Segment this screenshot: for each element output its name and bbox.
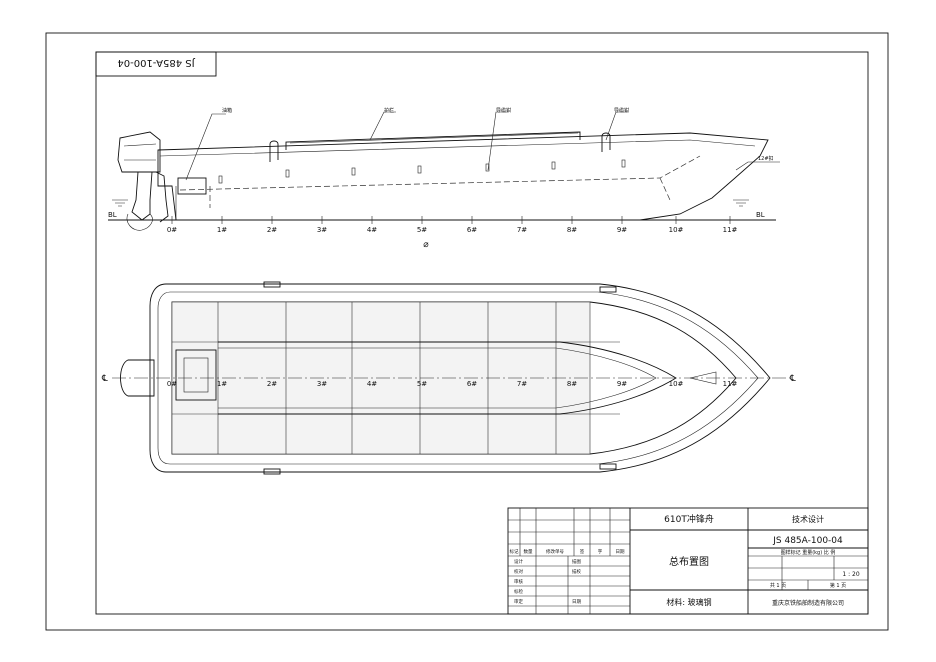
vessel-name: 610T冲锋舟 <box>664 513 714 525</box>
side-station-1: 1# <box>217 226 227 234</box>
outboard-motor-side <box>117 131 169 231</box>
side-station-5: 5# <box>417 226 427 234</box>
callout-eye: 12#扣 <box>758 155 774 162</box>
midship-symbol: ⌀ <box>423 240 429 250</box>
callout-fairlead-2: 导缆钳 <box>614 107 629 114</box>
side-station-4: 4# <box>367 226 377 234</box>
plan-station-5: 5# <box>417 380 427 388</box>
side-station-3: 3# <box>317 226 327 234</box>
baseline-label-left: BL <box>108 211 117 219</box>
sign-check: 校对 <box>514 568 523 575</box>
plan-station-0: 0# <box>167 380 177 388</box>
plan-station-6: 6# <box>467 380 477 388</box>
scale-value: 1 : 20 <box>842 571 859 578</box>
sign-standard: 标检 <box>514 588 523 595</box>
plan-station-3: 3# <box>317 380 327 388</box>
centerline-symbol-left: ℄ <box>101 374 108 384</box>
rev-header-date: 日期 <box>616 549 625 555</box>
sign-review: 审核 <box>514 578 523 585</box>
stage-headers: 图样标记 重量(kg) 比 例 <box>781 549 836 556</box>
console <box>175 349 217 401</box>
baseline-label-right: BL <box>756 211 765 219</box>
guard-rail <box>285 131 581 150</box>
callout-guard-rail: 护栏 <box>384 107 394 114</box>
rev-header-mark: 标记 <box>510 548 519 555</box>
sheet-total: 共 1 页 <box>770 582 786 589</box>
side-station-6: 6# <box>467 226 477 234</box>
outboard-motor-top <box>120 359 155 397</box>
plan-station-2: 2# <box>267 380 277 388</box>
callout-fuel-tank: 油箱 <box>222 107 232 114</box>
hull-profile <box>157 132 769 221</box>
sheet-number: 第 1 页 <box>830 582 846 589</box>
sign-approve: 审定 <box>514 598 523 605</box>
side-station-2: 2# <box>267 226 277 234</box>
sign-design: 设计 <box>514 558 523 565</box>
side-station-10: 10# <box>669 226 684 234</box>
fuel-tank <box>177 177 207 195</box>
drawing-title: 总布置图 <box>669 555 709 568</box>
rotated-code-box: JS 485A-100-04 <box>95 51 217 77</box>
side-elevation: 油箱 护栏 导缆钳 导缆钳 12#扣 BL BL 0# 1# 2# 3# 4# … <box>108 107 780 250</box>
side-station-8: 8# <box>567 226 577 234</box>
design-stage: 技术设计 <box>792 514 824 524</box>
outer-border <box>45 32 889 631</box>
rev-header-sign: 签 <box>580 548 585 555</box>
hull-outline-plan <box>149 283 771 473</box>
inner-border <box>95 51 869 615</box>
side-station-7: 7# <box>517 226 527 234</box>
plan-station-9: 9# <box>617 380 627 388</box>
side-station-ticks <box>171 216 731 224</box>
plan-station-11: 11# <box>723 380 738 388</box>
rev-header-char: 字 <box>598 548 603 555</box>
sign-trace-check: 描校 <box>572 568 581 575</box>
centerline-symbol-right: ℄ <box>789 374 796 384</box>
company: 重庆京铁船舶制造有限公司 <box>772 599 844 607</box>
plan-station-4: 4# <box>367 380 377 388</box>
drawing-number: JS 485A-100-04 <box>772 536 843 546</box>
rev-header-order: 修改单号 <box>546 548 564 555</box>
sign-trace: 描图 <box>572 558 581 565</box>
plan-station-10: 10# <box>669 380 684 388</box>
sign-date: 日期 <box>572 599 581 605</box>
material: 材料: 玻璃钢 <box>666 597 711 607</box>
side-station-9: 9# <box>617 226 627 234</box>
plan-station-8: 8# <box>567 380 577 388</box>
side-station-11: 11# <box>723 226 738 234</box>
side-station-0: 0# <box>167 226 177 234</box>
plan-view: ℄ ℄ 0# 1# 2# 3# 4# 5# 6# 7# 8# 9# 10# 11… <box>101 281 796 475</box>
plan-station-7: 7# <box>517 380 527 388</box>
plan-station-1: 1# <box>217 380 227 388</box>
rotated-code-text: JS 485A-100-04 <box>117 57 195 68</box>
rev-header-qty: 数量 <box>524 548 533 555</box>
callout-fairlead-1: 导缆钳 <box>496 107 511 114</box>
title-block: 610T冲锋舟 技术设计 总布置图 JS 485A-100-04 图样标记 重量… <box>507 507 869 615</box>
